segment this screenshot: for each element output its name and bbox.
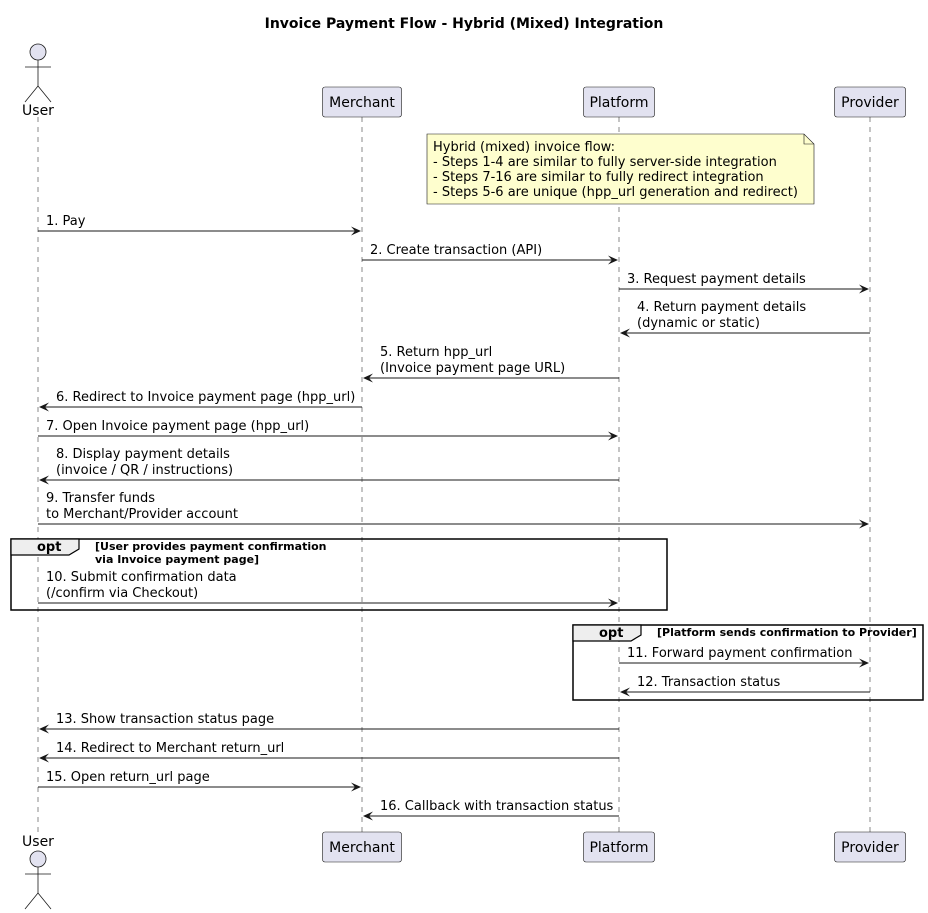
fragment-condition: via Invoice payment page] <box>95 553 259 566</box>
message-13: 13. Show transaction status page <box>39 712 619 734</box>
participant-label: Provider <box>841 840 899 856</box>
message-label: 4. Return payment details <box>637 300 806 315</box>
message-label: 3. Request payment details <box>627 272 806 287</box>
participant-user-top: User <box>22 43 54 119</box>
message-14: 14. Redirect to Merchant return_url <box>39 741 619 763</box>
diagram-title: Invoice Payment Flow - Hybrid (Mixed) In… <box>265 16 664 32</box>
message-label: 5. Return hpp_url <box>380 345 492 360</box>
arrowhead-icon <box>620 687 630 697</box>
message-label: 6. Redirect to Invoice payment page (hpp… <box>56 390 355 405</box>
message-label: 11. Forward payment confirmation <box>627 646 852 661</box>
message-11: 11. Forward payment confirmation <box>619 646 869 668</box>
participant-label: Platform <box>589 95 648 111</box>
message-5: 5. Return hpp_url(Invoice payment page U… <box>363 345 619 383</box>
message-label: 13. Show transaction status page <box>56 712 274 727</box>
message-12: 12. Transaction status <box>620 675 870 697</box>
participant-label: User <box>22 834 54 850</box>
actor-icon <box>24 43 52 103</box>
message-label: to Merchant/Provider account <box>46 507 238 522</box>
participant-label: Provider <box>841 95 899 111</box>
participant-provider-bottom: Provider <box>834 831 906 863</box>
fragment-tab <box>10 538 80 556</box>
message-label: 9. Transfer funds <box>46 491 155 506</box>
message-4: 4. Return payment details(dynamic or sta… <box>620 300 870 338</box>
arrowhead-icon <box>39 753 49 763</box>
arrowhead-icon <box>859 658 869 668</box>
participant-merchant-bottom: Merchant <box>322 831 402 863</box>
fragment-condition: [User provides payment confirmation <box>95 540 327 553</box>
arrowhead-icon <box>859 519 869 529</box>
participant-box <box>583 86 655 118</box>
message-16: 16. Callback with transaction status <box>363 799 619 821</box>
opt-fragment-1: opt [User provides payment confirmationvi… <box>10 538 668 611</box>
arrowhead-icon <box>859 284 869 294</box>
note: Hybrid (mixed) invoice flow:- Steps 1-4 … <box>426 133 815 205</box>
participant-box <box>322 831 402 863</box>
arrowhead-icon <box>351 226 361 236</box>
fragment-kind: opt <box>37 540 61 555</box>
participant-box <box>583 831 655 863</box>
message-label: (invoice / QR / instructions) <box>56 463 233 478</box>
fragment-kind: opt <box>599 626 623 641</box>
actor-icon <box>24 850 52 910</box>
arrowhead-icon <box>351 782 361 792</box>
fragment-frame <box>10 538 668 611</box>
arrowhead-icon <box>363 373 373 383</box>
arrowhead-icon <box>608 431 618 441</box>
participant-platform-top: Platform <box>583 86 655 118</box>
arrowhead-icon <box>363 811 373 821</box>
message-label: 16. Callback with transaction status <box>380 799 614 814</box>
fragment-condition: [Platform sends confirmation to Provider… <box>657 626 917 639</box>
message-label: 7. Open Invoice payment page (hpp_url) <box>46 419 309 434</box>
participant-user-bottom: User <box>22 834 54 910</box>
opt-fragment-2: opt [Platform sends confirmation to Provi… <box>572 624 924 701</box>
arrowhead-icon <box>39 475 49 485</box>
note-line: - Steps 5-6 are unique (hpp_url generati… <box>433 185 798 200</box>
message-10: 10. Submit confirmation data(/confirm vi… <box>38 570 618 608</box>
message-label: 10. Submit confirmation data <box>46 570 237 585</box>
message-label: 2. Create transaction (API) <box>370 243 542 258</box>
message-label: 15. Open return_url page <box>46 770 210 785</box>
note-line: Hybrid (mixed) invoice flow: <box>433 140 615 155</box>
arrowhead-icon <box>608 255 618 265</box>
arrowhead-icon <box>620 328 630 338</box>
arrowhead-icon <box>39 402 49 412</box>
participant-merchant-top: Merchant <box>322 86 402 118</box>
message-3: 3. Request payment details <box>619 272 869 294</box>
message-label: (Invoice payment page URL) <box>380 361 565 376</box>
message-label: 12. Transaction status <box>637 675 780 690</box>
note-line: - Steps 1-4 are similar to fully server-… <box>433 155 777 170</box>
message-label: 14. Redirect to Merchant return_url <box>56 741 284 756</box>
message-6: 6. Redirect to Invoice payment page (hpp… <box>39 390 362 412</box>
fragment-frame <box>572 624 924 701</box>
arrowhead-icon <box>39 724 49 734</box>
message-15: 15. Open return_url page <box>38 770 361 792</box>
participant-label: User <box>22 103 54 119</box>
message-8: 8. Display payment details(invoice / QR … <box>39 447 619 485</box>
message-7: 7. Open Invoice payment page (hpp_url) <box>38 419 618 441</box>
message-1: 1. Pay <box>38 214 361 236</box>
message-2: 2. Create transaction (API) <box>362 243 618 265</box>
message-label: (/confirm via Checkout) <box>46 586 198 601</box>
message-label: 8. Display payment details <box>56 447 230 462</box>
participant-platform-bottom: Platform <box>583 831 655 863</box>
participant-label: Merchant <box>329 840 395 856</box>
participant-box <box>834 831 906 863</box>
arrowhead-icon <box>608 598 618 608</box>
participant-provider-top: Provider <box>834 86 906 118</box>
message-label: (dynamic or static) <box>637 316 760 331</box>
message-label: 1. Pay <box>46 214 86 229</box>
participant-box <box>322 86 402 118</box>
participant-label: Merchant <box>329 95 395 111</box>
fragment-tab <box>572 624 642 642</box>
note-line: - Steps 7-16 are similar to fully redire… <box>433 170 764 185</box>
participant-box <box>834 86 906 118</box>
participant-label: Platform <box>589 840 648 856</box>
